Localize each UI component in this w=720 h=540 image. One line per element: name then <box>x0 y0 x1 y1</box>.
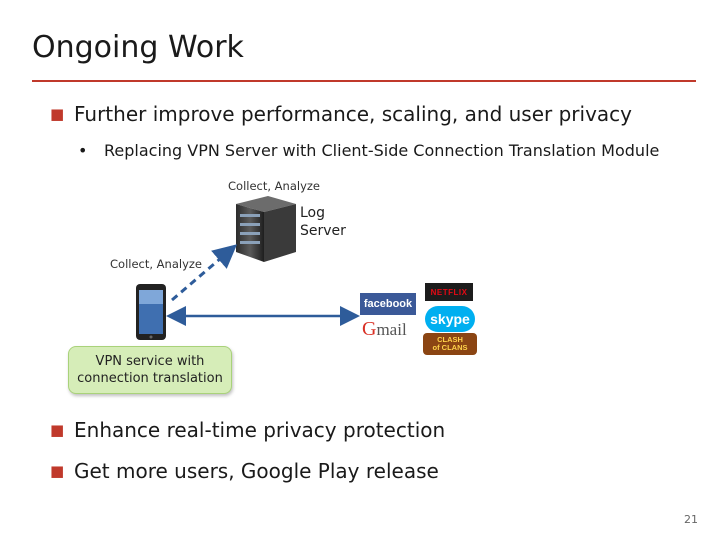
smartphone-icon <box>136 284 166 340</box>
skype-logo: skype <box>425 306 475 332</box>
phone-caption: Collect, Analyze <box>110 257 202 271</box>
facebook-logo: facebook <box>360 293 416 315</box>
dashed-upload-arrow <box>171 244 238 302</box>
bullet-1: ■ Further improve performance, scaling, a… <box>50 102 632 126</box>
slide-title: Ongoing Work <box>32 30 244 65</box>
bullet-3-text: Get more users, Google Play release <box>74 459 439 483</box>
round-bullet-icon: • <box>78 141 88 160</box>
square-bullet-icon: ■ <box>50 105 65 123</box>
log-server-label: Log Server <box>300 205 346 239</box>
bullet-1-text: Further improve performance, scaling, an… <box>74 102 632 126</box>
page-number: 21 <box>684 513 698 526</box>
bullet-3: ■ Get more users, Google Play release <box>50 459 439 483</box>
bullet-2: ■ Enhance real-time privacy protection <box>50 418 445 442</box>
gmail-logo: Gmail <box>362 318 407 340</box>
title-underline <box>32 80 696 82</box>
square-bullet-icon: ■ <box>50 421 65 439</box>
sub-bullet: • Replacing VPN Server with Client-Side C… <box>78 141 659 160</box>
server-icon <box>236 196 296 262</box>
square-bullet-icon: ■ <box>50 462 65 480</box>
netflix-logo: NETFLIX <box>425 283 473 301</box>
bullet-2-text: Enhance real-time privacy protection <box>74 418 446 442</box>
vpn-service-box: VPN service with connection translation <box>68 346 232 394</box>
clash-of-clans-logo: CLASH of CLANS <box>423 333 477 355</box>
server-caption: Collect, Analyze <box>228 179 320 193</box>
sub-bullet-text: Replacing VPN Server with Client-Side Co… <box>104 141 660 160</box>
